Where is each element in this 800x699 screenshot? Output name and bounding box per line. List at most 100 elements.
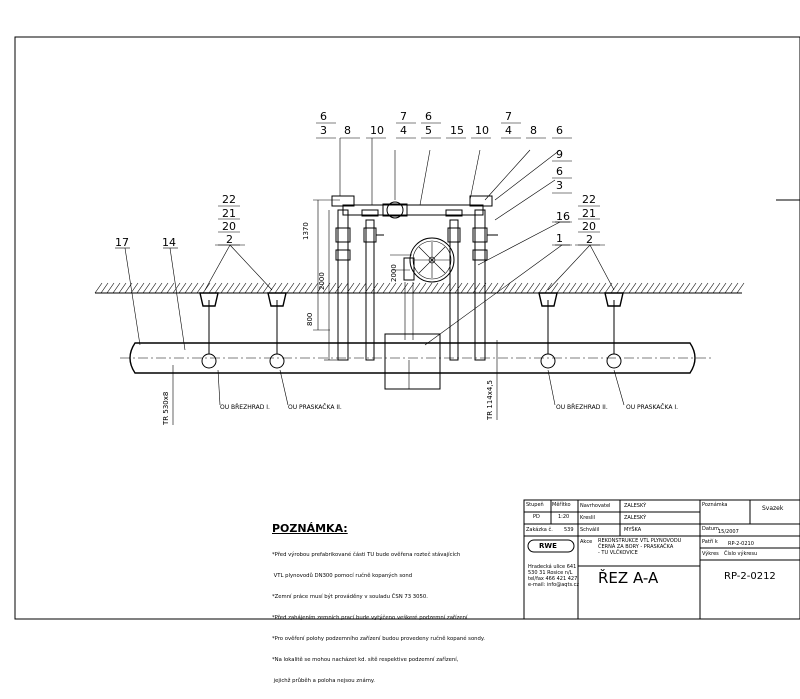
company-logo — [527, 539, 575, 553]
hatch-stroke — [262, 282, 271, 294]
hatch-stroke — [670, 282, 679, 294]
callout-layer — [218, 122, 600, 246]
hatch-stroke — [358, 282, 367, 294]
hatch-stroke — [586, 282, 595, 294]
hatch-stroke — [376, 282, 385, 294]
hatch-stroke — [292, 282, 301, 294]
hatch-stroke — [592, 282, 601, 294]
hatch-stroke — [676, 282, 685, 294]
hatch-stroke — [460, 282, 469, 294]
hatch-stroke — [610, 282, 619, 294]
hatch-stroke — [418, 282, 427, 294]
hatch-stroke — [664, 282, 673, 294]
hatch-stroke — [550, 282, 559, 294]
hatch-stroke — [298, 282, 307, 294]
street-caps — [199, 292, 624, 307]
hatch-stroke — [340, 282, 349, 294]
hatch-stroke — [490, 282, 499, 294]
hatch-stroke — [382, 282, 391, 294]
hatch-stroke — [484, 282, 493, 294]
hatch-stroke — [280, 282, 289, 294]
hatch-stroke — [538, 282, 547, 294]
hatch-stroke — [160, 282, 169, 294]
hatch-stroke — [412, 282, 421, 294]
hatch-stroke — [640, 282, 649, 294]
ball-valves — [335, 227, 498, 261]
hatch-stroke — [286, 282, 295, 294]
dimension-lines — [313, 199, 412, 361]
hatch-stroke — [100, 282, 109, 294]
hatch-stroke — [232, 282, 241, 294]
hatch-stroke — [238, 282, 247, 294]
hatch-stroke — [328, 282, 337, 294]
hatch-stroke — [430, 282, 439, 294]
hatch-stroke — [388, 282, 397, 294]
hatch-stroke — [142, 282, 151, 294]
hatch-stroke — [568, 282, 577, 294]
ground-surface — [94, 282, 745, 294]
hatch-stroke — [256, 282, 265, 294]
hatch-stroke — [598, 282, 607, 294]
upper-manifold — [331, 195, 493, 219]
hatch-stroke — [646, 282, 655, 294]
hatch-stroke — [250, 282, 259, 294]
hatch-stroke — [130, 282, 139, 294]
tr-marker-lines — [172, 340, 498, 425]
hatch-stroke — [622, 282, 631, 294]
main-pipe — [120, 342, 712, 374]
hatch-stroke — [190, 282, 199, 294]
hatch-stroke — [208, 282, 217, 294]
handwheel — [392, 237, 455, 283]
note-line: jejichž průběh a poloha nejsou známy. — [272, 678, 375, 684]
hatch-stroke — [436, 282, 445, 294]
ground-hatching — [94, 282, 745, 294]
title-block — [523, 499, 800, 620]
technical-drawing — [14, 36, 800, 620]
hatch-stroke — [136, 282, 145, 294]
hatch-stroke — [700, 282, 709, 294]
hatch-stroke — [628, 282, 637, 294]
hatch-stroke — [658, 282, 667, 294]
hatch-stroke — [736, 282, 745, 294]
hatch-stroke — [148, 282, 157, 294]
hatch-stroke — [556, 282, 565, 294]
hatch-stroke — [166, 282, 175, 294]
hatch-stroke — [712, 282, 721, 294]
hatch-stroke — [724, 282, 733, 294]
hatch-stroke — [226, 282, 235, 294]
pipe-fittings — [201, 300, 622, 369]
hatch-stroke — [214, 282, 223, 294]
hatch-stroke — [514, 282, 523, 294]
hatch-stroke — [562, 282, 571, 294]
hatch-stroke — [502, 282, 511, 294]
hatch-stroke — [520, 282, 529, 294]
hatch-stroke — [400, 282, 409, 294]
hatch-stroke — [202, 282, 211, 294]
hatch-stroke — [274, 282, 283, 294]
hatch-stroke — [304, 282, 313, 294]
hatch-stroke — [730, 282, 739, 294]
hatch-stroke — [178, 282, 187, 294]
hatch-stroke — [184, 282, 193, 294]
hatch-stroke — [442, 282, 451, 294]
hatch-stroke — [682, 282, 691, 294]
hatch-stroke — [466, 282, 475, 294]
hatch-stroke — [652, 282, 661, 294]
hatch-stroke — [424, 282, 433, 294]
hatch-stroke — [532, 282, 541, 294]
hatch-stroke — [718, 282, 727, 294]
hatch-stroke — [244, 282, 253, 294]
hatch-stroke — [688, 282, 697, 294]
hatch-stroke — [574, 282, 583, 294]
hatch-stroke — [394, 282, 403, 294]
leader-lines — [115, 138, 625, 406]
hatch-stroke — [580, 282, 589, 294]
hatch-stroke — [94, 282, 103, 294]
hatch-stroke — [172, 282, 181, 294]
hatch-stroke — [220, 282, 229, 294]
hatch-stroke — [352, 282, 361, 294]
hatch-stroke — [706, 282, 715, 294]
hatch-stroke — [616, 282, 625, 294]
hatch-stroke — [634, 282, 643, 294]
hatch-stroke — [310, 282, 319, 294]
